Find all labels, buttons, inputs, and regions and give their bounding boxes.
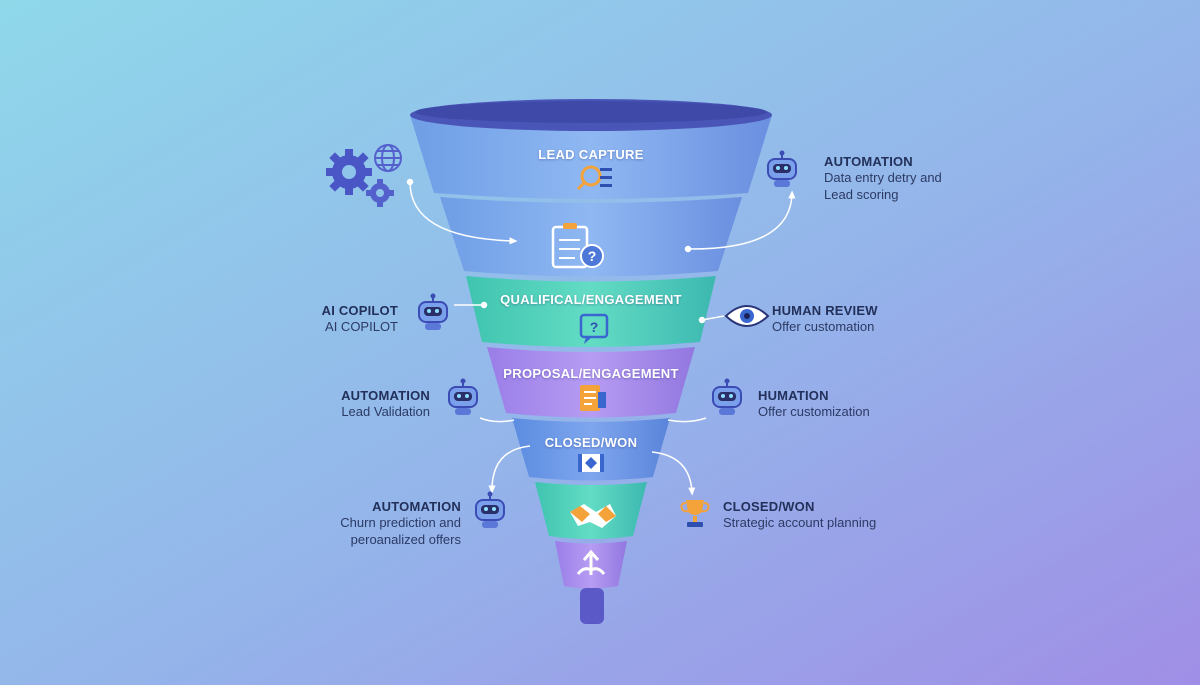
robot-icon — [448, 378, 478, 415]
eye-icon — [724, 305, 770, 327]
annotation-human-review: HUMAN REVIEW Offer customation — [772, 303, 878, 335]
tier-closed-won — [512, 418, 670, 481]
annotation-line: Data entry detry and — [824, 170, 942, 185]
annotation-line: Offer customation — [772, 319, 875, 334]
annotation-line: Lead scoring — [824, 187, 899, 202]
annotation-title: CLOSED/WON — [723, 499, 815, 514]
annotation-title: AUTOMATION — [341, 388, 430, 403]
annotation-title: HUMATION — [758, 388, 829, 403]
stage-label-closed-won: CLOSED/WON — [544, 435, 638, 450]
svg-text:?: ? — [588, 248, 597, 264]
funnel-top-inner — [415, 101, 767, 123]
stage-label-proposal: PROPOSAL/ENGAGEMENT — [503, 366, 679, 381]
stage-label-qualification: QUALIFICAL/ENGAGEMENT — [500, 292, 682, 307]
stage-label-lead-capture: LEAD CAPTURE — [538, 147, 644, 162]
annotation-title: HUMAN REVIEW — [772, 303, 878, 318]
funnel-spout — [580, 588, 604, 624]
annotation-line: Offer customization — [758, 404, 870, 419]
annotation-line: peroanalized offers — [350, 532, 461, 547]
annotation-ai-copilot: AI COPILOT AI COPILOT — [322, 303, 398, 335]
globe-icon — [374, 144, 402, 172]
document-icon — [580, 385, 606, 411]
connectors — [406, 178, 796, 496]
chat-question-icon: ? — [579, 313, 609, 344]
badge-icon — [578, 454, 604, 472]
robot-icon — [767, 150, 797, 187]
annotation-title: AUTOMATION — [372, 499, 461, 514]
annotation-line: Strategic account planning — [723, 515, 877, 530]
handshake-icon — [570, 504, 616, 528]
growth-arrows-icon — [576, 549, 606, 575]
svg-text:?: ? — [590, 319, 599, 335]
annotation-line: Churn prediction and — [340, 515, 461, 530]
annotation-line: AI COPILOT — [325, 319, 398, 334]
annotation-automation-bottom: AUTOMATION Churn prediction and peroanal… — [340, 499, 461, 548]
small-gear-icon — [366, 179, 394, 207]
tier-lead-review — [440, 197, 742, 277]
robot-icon — [475, 491, 505, 528]
annotation-closed-won: CLOSED/WON Strategic account planning — [723, 499, 876, 531]
trophy-icon — [680, 500, 710, 527]
tier-proposal — [487, 347, 695, 418]
annotation-line: Lead Validation — [341, 404, 430, 419]
annotation-humation: HUMATION Offer customization — [758, 388, 870, 420]
robot-icon — [712, 378, 742, 415]
annotation-automation-top: AUTOMATION Data entry detry and Lead sco… — [824, 154, 942, 203]
annotation-automation-mid: AUTOMATION Lead Validation — [341, 388, 430, 420]
annotation-title: AI COPILOT — [321, 303, 398, 318]
funnel — [410, 99, 772, 624]
tier-lead-capture — [410, 115, 772, 199]
tier-qualification — [466, 276, 716, 347]
annotation-title: AUTOMATION — [824, 154, 913, 169]
gear-icon — [326, 149, 372, 195]
magnifier-icon — [576, 165, 612, 191]
robot-icon — [418, 293, 448, 330]
checklist-icon: ? — [551, 223, 604, 269]
